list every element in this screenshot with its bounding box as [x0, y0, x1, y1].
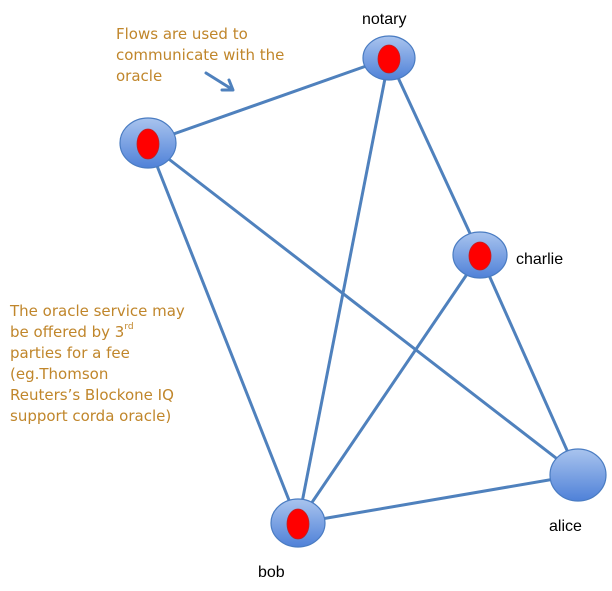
node-label-charlie: charlie [516, 251, 563, 268]
note-line: Reuters’s Blockone IQ [10, 386, 174, 404]
edge-notary-bob [296, 57, 391, 524]
arrow-shaft [204, 71, 232, 90]
edge-oracle-notary [147, 56, 390, 145]
note-line: be offered by 3rd [10, 322, 185, 343]
edge-charlie-bob [296, 254, 482, 524]
note-line: The oracle service may [10, 302, 185, 320]
note-line: support corda oracle) [10, 407, 172, 425]
node-marker-bob [286, 508, 310, 540]
node-marker-notary [377, 44, 401, 74]
note-line-text: be offered by 3 [10, 323, 125, 341]
oracle-service-note: The oracle service may be offered by 3rd… [10, 301, 185, 427]
edge-bob-alice [297, 473, 579, 525]
arrow-head-icon [220, 78, 235, 92]
flows-arrow [204, 71, 235, 92]
edge-oracle-alice [147, 141, 579, 477]
edge-notary-charlie [387, 57, 482, 256]
note-line: parties for a fee [10, 344, 130, 362]
edge-oracle-bob [146, 142, 300, 524]
node-alice [549, 448, 607, 502]
ordinal-suffix: rd [124, 322, 134, 332]
node-marker-oracle [136, 128, 160, 160]
node-label-alice: alice [549, 518, 582, 535]
note-line: (eg.Thomson [10, 365, 109, 383]
node-marker-charlie [468, 241, 492, 271]
node-label-bob: bob [258, 564, 285, 581]
flows-note-line: communicate with the [116, 46, 285, 64]
node-label-notary: notary [362, 11, 406, 28]
flows-note-line: Flows are used to [116, 25, 248, 43]
flows-note-line: oracle [116, 67, 163, 85]
edge-charlie-alice [478, 254, 580, 476]
flows-note: Flows are used to communicate with the o… [116, 24, 284, 87]
